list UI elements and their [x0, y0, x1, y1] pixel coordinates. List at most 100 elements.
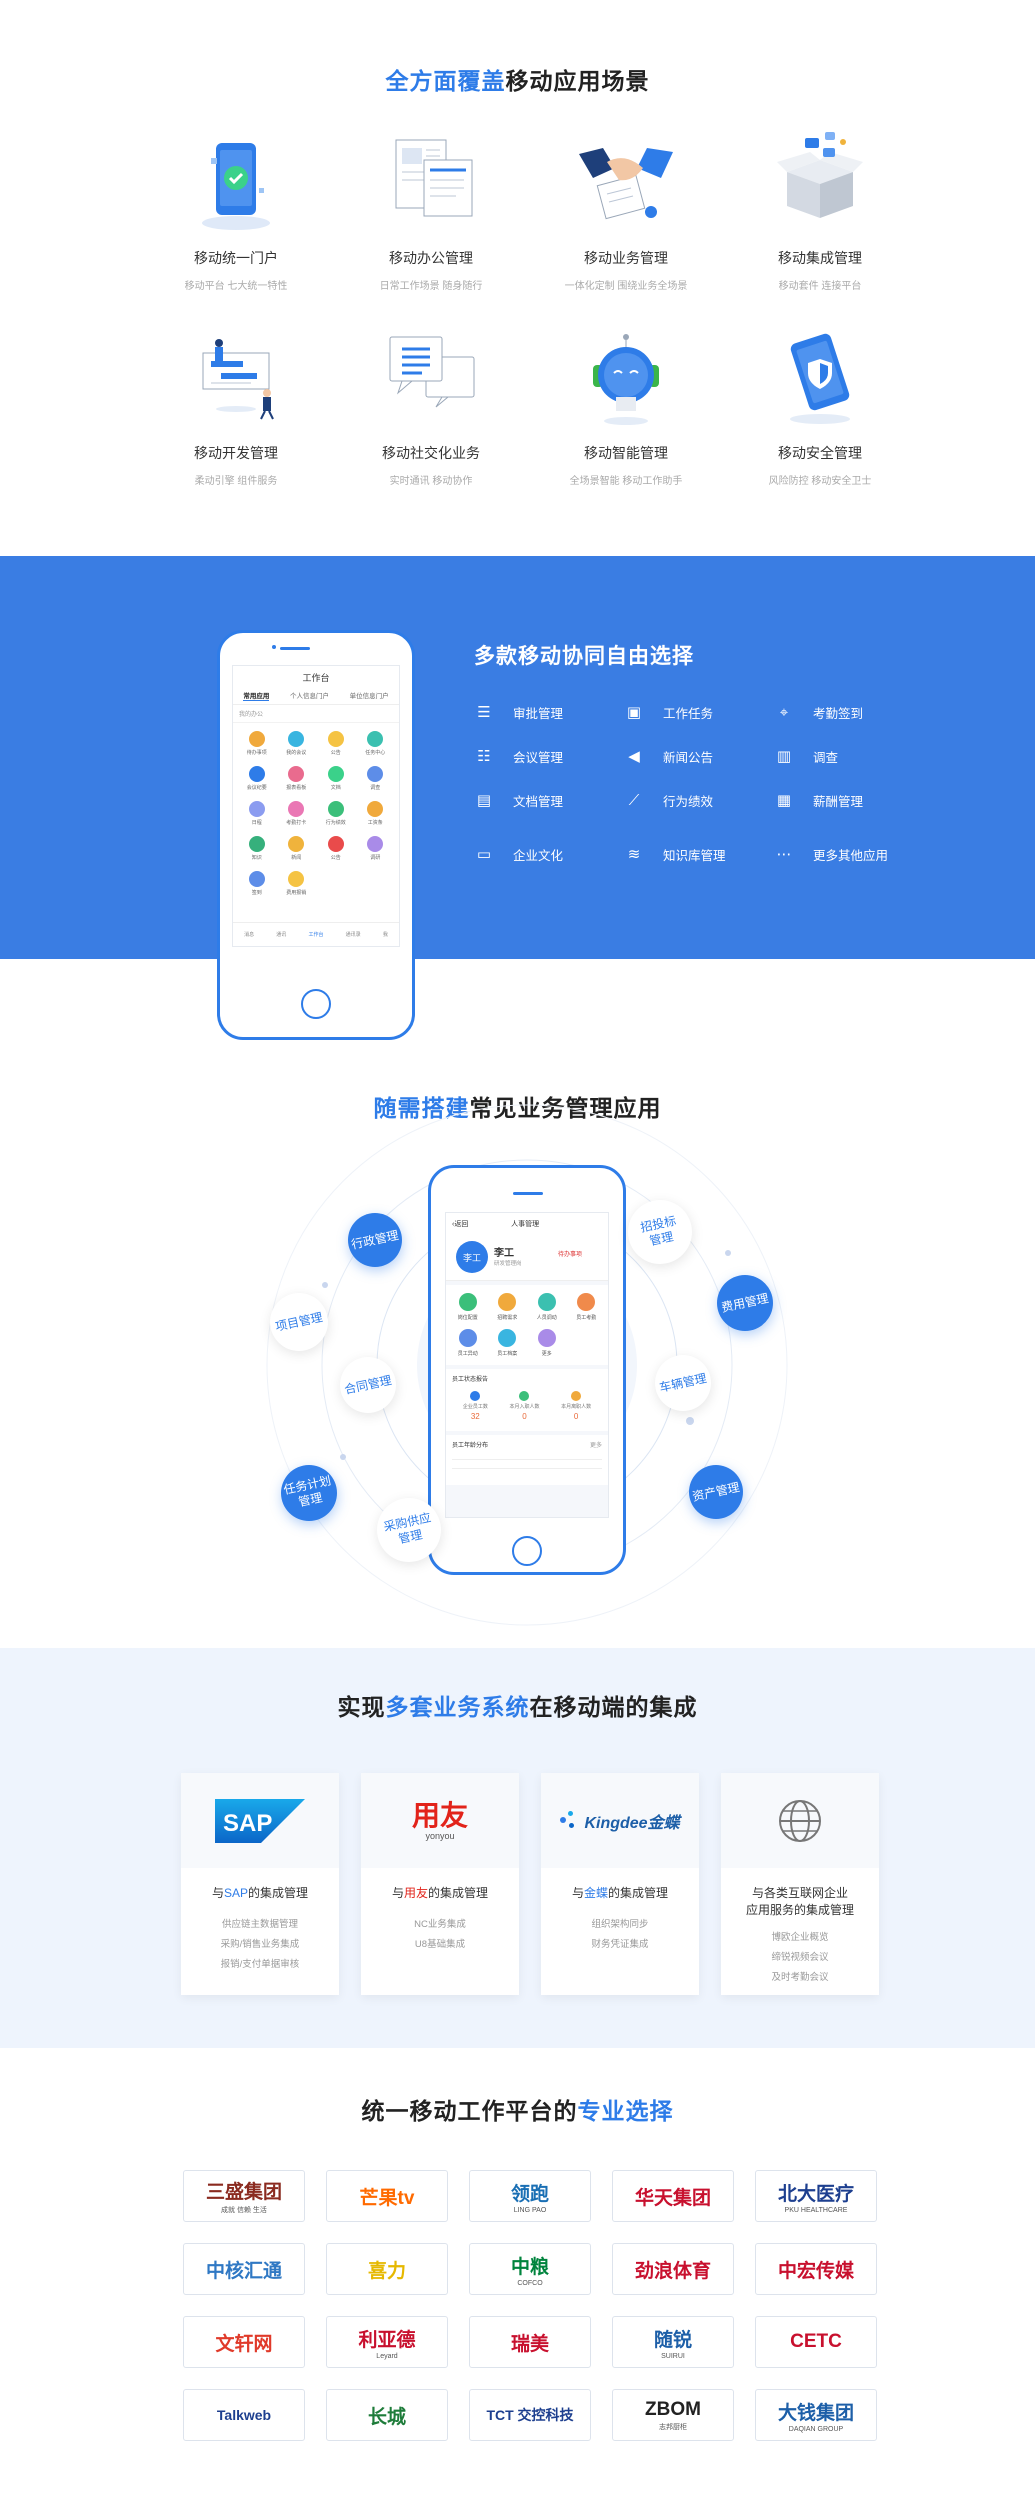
collab-feature[interactable]: ▦薪酬管理 [773, 789, 863, 811]
todo-link[interactable]: 待办事项 [558, 1252, 583, 1258]
location-icon: ⌖ [779, 703, 789, 721]
hr-app-item[interactable]: 员工档案 [488, 1329, 528, 1357]
app-item[interactable]: 新闻 [277, 836, 317, 861]
app-item[interactable]: 费用报销 [277, 871, 317, 896]
app-item[interactable]: 调查 [356, 766, 396, 791]
client-logo: 华天集团 [612, 2170, 734, 2222]
feature-dev[interactable]: 移动开发管理 柔动引擎 组件服务 [136, 323, 336, 487]
collab-feature[interactable]: ▥调查 [773, 745, 838, 767]
app-item[interactable]: 会议纪要 [237, 766, 277, 791]
collab-feature[interactable]: ▤文档管理 [473, 789, 563, 811]
hr-app-icon [458, 1329, 477, 1347]
app-item[interactable]: 日程 [237, 801, 277, 826]
hr-app-label: 人员调动 [536, 1315, 557, 1321]
hr-app-item[interactable]: 员工异动 [448, 1329, 488, 1357]
dist-title: 员工年龄分布 [452, 1443, 489, 1449]
app-item[interactable]: 任务中心 [356, 731, 396, 756]
collab-feature[interactable]: ⋯更多其他应用 [773, 843, 889, 865]
dist-more-link[interactable]: 更多 [589, 1443, 602, 1449]
chat-icon [376, 323, 486, 433]
collab-feature[interactable]: ☷会议管理 [473, 745, 563, 767]
collab-feature[interactable]: ▭企业文化 [473, 843, 563, 865]
user-name: 李工 [494, 1248, 514, 1259]
feature-security[interactable]: 移动安全管理 风险防控 移动安全卫士 [720, 323, 920, 487]
hr-phone-mockup: ‹返回 人事管理 李工 李工 研发管理岗 待办事项 岗位配置招聘需求人员调动员工… [428, 1165, 626, 1575]
nav-messages[interactable]: 消息 [244, 932, 255, 938]
app-item[interactable]: 知识 [237, 836, 277, 861]
app-item[interactable]: 调研 [356, 836, 396, 861]
collaboration-section: 工作台 常用应用 个人信息门户 单位信息门户 我的办公 待办事项我的会议公告 任务… [0, 556, 1035, 1040]
app-item[interactable]: 报表看板 [277, 766, 317, 791]
clients-title: 统一移动工作平台的专业选择 [361, 2098, 674, 2124]
collab-title: 多款移动协同自由选择 [474, 645, 694, 668]
handshake-icon [571, 128, 681, 238]
collab-feature[interactable]: ▣工作任务 [623, 701, 713, 723]
tab-unit[interactable]: 单位信息门户 [349, 693, 389, 700]
nav-workbench[interactable]: 工作台 [308, 932, 324, 938]
app-icon [327, 766, 344, 782]
nav-me[interactable]: 我 [382, 932, 388, 938]
hr-app-item[interactable]: 更多 [527, 1329, 567, 1357]
phone-mockup: 工作台 常用应用 个人信息门户 单位信息门户 我的办公 待办事项我的会议公告 任务… [217, 630, 415, 1040]
feature-social[interactable]: 移动社交化业务 实时通讯 移动协作 [331, 323, 531, 487]
app-icon [288, 836, 305, 852]
feature-name: 移动智能管理 [584, 445, 668, 461]
globe-icon [721, 1773, 879, 1868]
hr-app-icon [498, 1329, 517, 1347]
hr-app-item[interactable]: 员工考勤 [567, 1293, 607, 1321]
nav-contacts[interactable]: 通讯 [276, 932, 287, 938]
collab-feature[interactable]: ◀新闻公告 [623, 745, 713, 767]
feature-name: 移动统一门户 [194, 250, 278, 266]
documents-icon [376, 128, 486, 238]
feature-name: 移动集成管理 [778, 250, 862, 266]
collab-feature[interactable]: ⟋行为绩效 [623, 789, 713, 811]
hr-app-item[interactable]: 岗位配置 [448, 1293, 488, 1321]
feature-name: 移动业务管理 [584, 250, 668, 266]
app-item[interactable]: 行为绩效 [316, 801, 356, 826]
app-item[interactable]: 公告 [316, 731, 356, 756]
app-label: 行为绩效 [325, 820, 346, 826]
collab-feature-label: 文档管理 [513, 794, 564, 809]
app-item[interactable]: 文档 [316, 766, 356, 791]
hr-app-item[interactable]: 人员调动 [527, 1293, 567, 1321]
app-item[interactable]: 工资条 [356, 801, 396, 826]
collab-feature-label: 会议管理 [513, 750, 564, 765]
tab-common[interactable]: 常用应用 [243, 690, 270, 701]
feature-desc: 风险防控 移动安全卫士 [768, 476, 872, 487]
app-item[interactable]: 考勤打卡 [277, 801, 317, 826]
app-item[interactable]: 签到 [237, 871, 277, 896]
stat-label: 企业员工数 [462, 1404, 488, 1410]
card-sap[interactable]: SAP 与SAP的集成管理 供应链主数据管理采购/销售业务集成报销/支付单据审核 [181, 1773, 339, 1995]
feature-business[interactable]: 移动业务管理 一体化定制 围绕业务全场景 [526, 128, 726, 292]
back-link[interactable]: ‹返回 [452, 1221, 469, 1228]
app-item[interactable]: 我的会议 [277, 731, 317, 756]
card-internet[interactable]: 与各类互联网企业 应用服务的集成管理 博欧企业概览缔锐视频会议及时考勤会议 [721, 1773, 879, 1995]
app-label: 文档 [330, 785, 341, 791]
card-lines: 供应链主数据管理采购/销售业务集成报销/支付单据审核 [220, 1919, 300, 1970]
card-title: 与用友的集成管理 [391, 1886, 489, 1900]
feature-portal[interactable]: 移动统一门户 移动平台 七大统一特性 [136, 128, 336, 292]
nav-addressbook[interactable]: 通讯录 [345, 932, 361, 938]
hr-app-item[interactable]: 招聘需求 [488, 1293, 528, 1321]
feature-office[interactable]: 移动办公管理 日常工作场景 随身随行 [331, 128, 531, 292]
collab-feature[interactable]: ≋知识库管理 [623, 843, 726, 865]
app-item[interactable]: 公告 [316, 836, 356, 861]
app-item[interactable]: 待办事项 [237, 731, 277, 756]
book-icon: ▭ [476, 846, 492, 863]
client-logo: 芒果tv [326, 2170, 448, 2222]
tab-personal[interactable]: 个人信息门户 [289, 693, 329, 700]
feature-integration[interactable]: 移动集成管理 移动套件 连接平台 [720, 128, 920, 292]
app-label: 报表看板 [286, 785, 307, 791]
app-label: 公告 [330, 750, 341, 756]
collab-feature[interactable]: ☰审批管理 [473, 701, 563, 723]
collab-feature[interactable]: ⌖考勤签到 [773, 701, 863, 723]
hr-app-icon [498, 1293, 517, 1311]
feature-smart[interactable]: 移动智能管理 全场景智能 移动工作助手 [526, 323, 726, 487]
phone-search[interactable]: 我的办公 [233, 705, 399, 723]
hr-app-label: 员工档案 [497, 1351, 518, 1357]
card-kingdee[interactable]: Kingdee金蝶 与金蝶的集成管理 组织架构同步财务凭证集成 [541, 1773, 699, 1995]
